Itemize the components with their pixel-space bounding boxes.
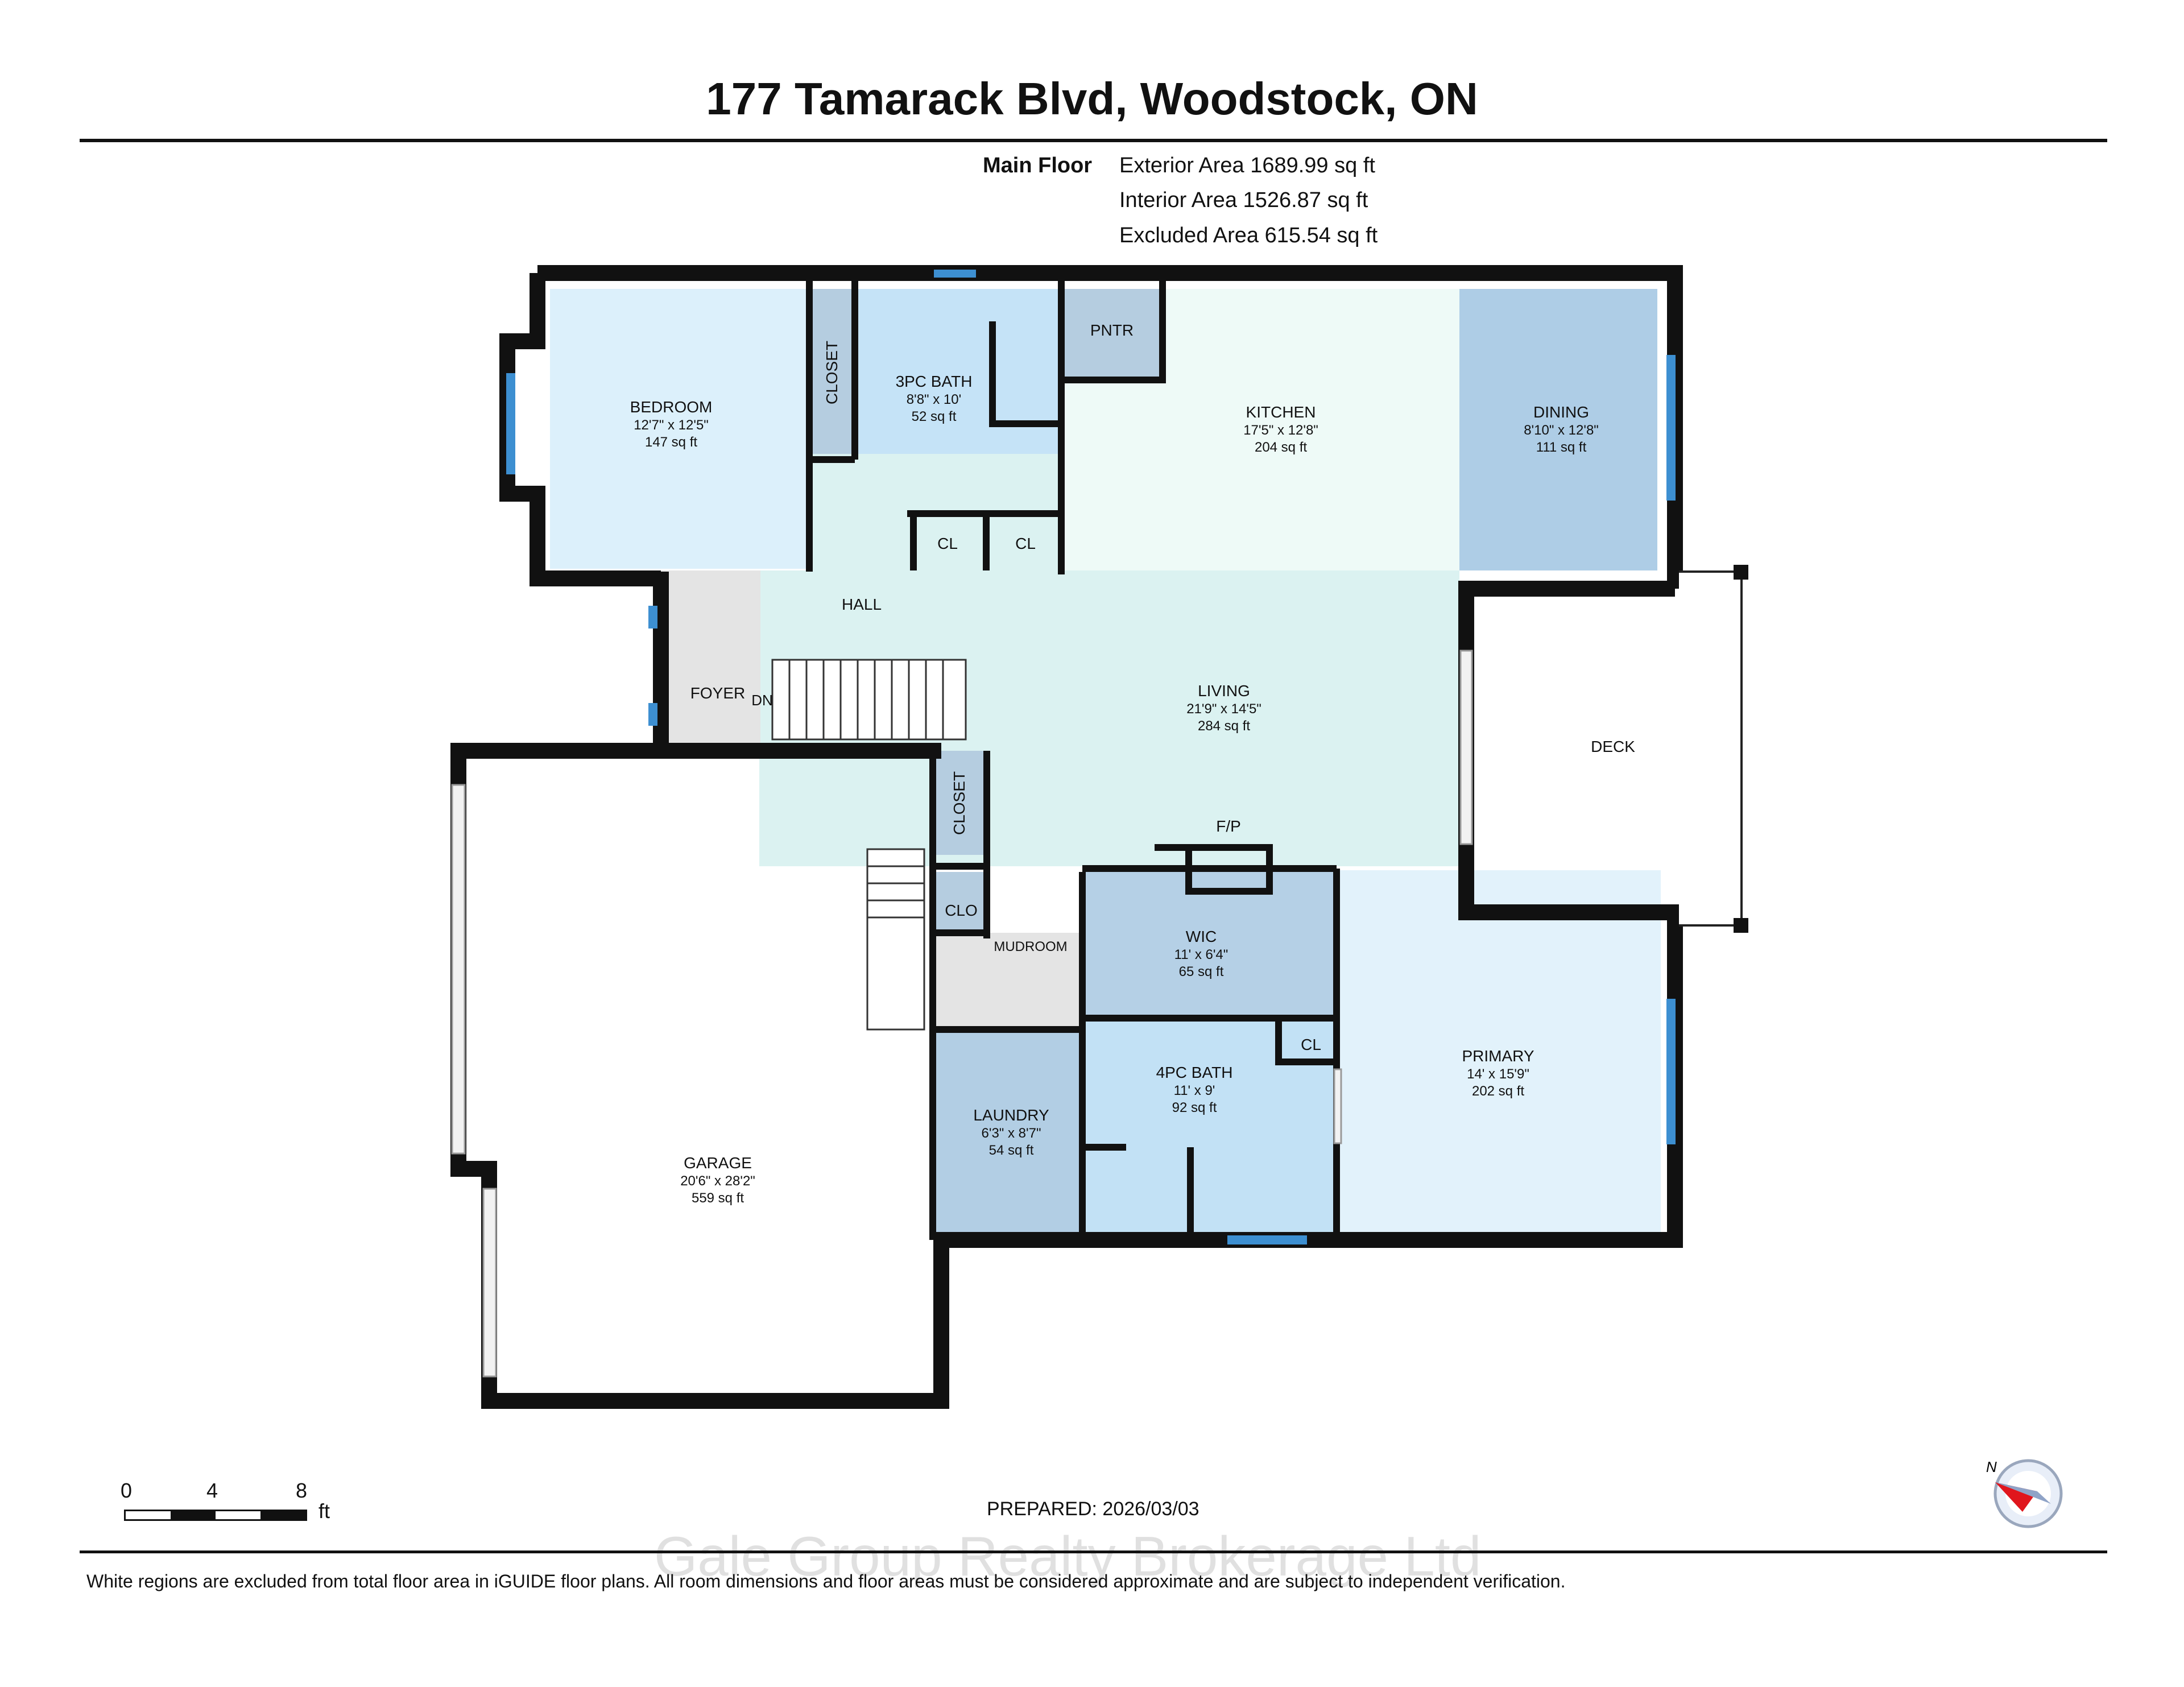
- bath4-area: 92 sq ft: [1172, 1100, 1217, 1115]
- stairs-garage: [866, 848, 925, 1031]
- wic-dims: 11' x 6'4": [1174, 947, 1228, 962]
- scale-bar: [124, 1510, 307, 1521]
- bedroom-label: BEDROOM: [630, 398, 713, 416]
- scale-tick-0: 0: [121, 1479, 133, 1502]
- closet-living-fill: [933, 751, 985, 855]
- laundry-label: LAUNDRY: [973, 1106, 1049, 1124]
- kitchen-dims: 17'5" x 12'8": [1243, 423, 1318, 438]
- interior-walls: [806, 281, 1340, 1240]
- dining-dims: 8'10" x 12'8": [1524, 423, 1599, 438]
- hall-label: HALL: [842, 596, 882, 613]
- garage-label: GARAGE: [684, 1154, 752, 1172]
- scale-tick-4: 4: [206, 1479, 218, 1502]
- primary-label: PRIMARY: [1462, 1047, 1534, 1065]
- dining-fill: [1459, 289, 1657, 570]
- watermark: Gale Group Realty Brokerage Ltd: [654, 1525, 1482, 1587]
- compass-north-label: N: [1986, 1458, 1997, 1475]
- foyer-label: FOYER: [690, 684, 745, 702]
- garage-area: 559 sq ft: [692, 1190, 744, 1206]
- kitchen-area: 204 sq ft: [1255, 440, 1307, 455]
- excluded-area: Excluded Area 615.54 sq ft: [1119, 224, 1378, 247]
- page-title: 177 Tamarack Blvd, Woodstock, ON: [706, 73, 1478, 124]
- closet-living-label: CLOSET: [950, 771, 968, 835]
- wic-fill: [1082, 872, 1337, 1018]
- bedroom-fill: [550, 289, 809, 569]
- mudroom-fill: [933, 933, 1082, 1029]
- fp-label: F/P: [1216, 817, 1241, 835]
- deck-outline: [1679, 570, 1743, 927]
- bath3-dims: 8'8" x 10': [907, 392, 961, 407]
- stairs-main: [771, 659, 967, 741]
- dn-label: DN: [751, 692, 773, 709]
- deck-post-top: [1734, 565, 1748, 580]
- bath3-label: 3PC BATH: [896, 373, 973, 390]
- wic-label: WIC: [1186, 928, 1217, 945]
- bath4-dims: 11' x 9': [1174, 1083, 1215, 1098]
- disclaimer: White regions are excluded from total fl…: [86, 1571, 1566, 1591]
- laundry-area: 54 sq ft: [989, 1143, 1034, 1158]
- deck-post-bottom: [1734, 918, 1748, 933]
- foyer-fill: [661, 570, 760, 746]
- mudroom-label: MUDROOM: [994, 939, 1067, 954]
- bath4-fill: [1082, 1018, 1337, 1232]
- living-label: LIVING: [1198, 682, 1250, 700]
- clo-fill: [933, 872, 985, 933]
- deck-label: DECK: [1591, 738, 1635, 755]
- pantry-fill: [1061, 289, 1163, 380]
- living-dims: 21'9" x 14'5": [1186, 701, 1261, 717]
- floor-name: Main Floor: [983, 154, 1093, 177]
- cl-label-3: CL: [1301, 1036, 1321, 1053]
- garage-openings: [451, 650, 1473, 1378]
- kitchen-label: KITCHEN: [1246, 403, 1316, 421]
- dining-label: DINING: [1533, 403, 1589, 421]
- pantry-label: PNTR: [1090, 321, 1134, 339]
- bottom-divider: [80, 1550, 2107, 1553]
- clo-label: CLO: [945, 902, 978, 919]
- bedroom-dims: 12'7" x 12'5": [634, 417, 709, 433]
- garage-dims: 20'6" x 28'2": [680, 1173, 755, 1189]
- laundry-dims: 6'3" x 8'7": [982, 1126, 1041, 1141]
- scale-unit: ft: [318, 1499, 330, 1523]
- bath4-label: 4PC BATH: [1156, 1064, 1233, 1081]
- cl-label-2: CL: [1015, 535, 1036, 552]
- windows: [506, 270, 1676, 1244]
- compass-icon: N: [1983, 1448, 2068, 1536]
- dining-area: 111 sq ft: [1536, 440, 1587, 455]
- top-divider: [80, 139, 2107, 142]
- primary-fill: [1337, 870, 1661, 1232]
- bedroom-area: 147 sq ft: [645, 435, 697, 450]
- closet-bedroom-label: CLOSET: [823, 341, 841, 404]
- laundry-fill: [933, 1029, 1082, 1232]
- wic-area: 65 sq ft: [1179, 964, 1224, 979]
- exterior-area: Exterior Area 1689.99 sq ft: [1119, 154, 1375, 177]
- living-area: 284 sq ft: [1198, 718, 1250, 734]
- scale-tick-8: 8: [296, 1479, 308, 1502]
- primary-area: 202 sq ft: [1472, 1084, 1524, 1099]
- prepared-date: PREPARED: 2026/03/03: [987, 1498, 1199, 1520]
- cl-label-1: CL: [937, 535, 958, 552]
- closet-bedroom-fill: [809, 289, 855, 454]
- interior-area: Interior Area 1526.87 sq ft: [1119, 188, 1368, 212]
- primary-dims: 14' x 15'9": [1467, 1066, 1529, 1082]
- bath3-area: 52 sq ft: [912, 409, 957, 424]
